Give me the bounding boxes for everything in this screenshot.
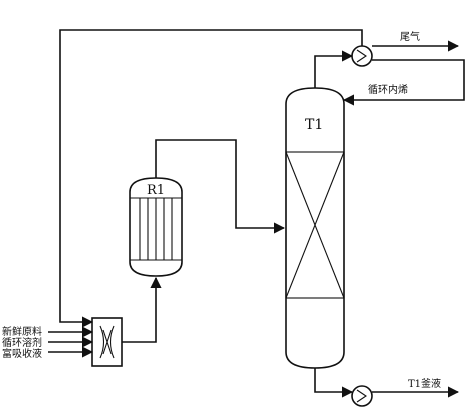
static-mixer [91,317,123,367]
bottoms-label: T1釜液 [408,377,441,390]
tail-gas-label: 尾气 [400,30,420,43]
mixer-to-reactor-line [122,276,162,343]
bottoms-line [314,368,354,398]
rich-absorbent-label: 富吸收液 [2,347,42,360]
reactor-to-column-line [155,139,286,234]
recycle-olefin-label: 循环内烯 [368,83,408,96]
recycle-olefin-line [342,59,465,106]
condenser [351,45,373,67]
column-label: T1 [305,117,323,133]
overhead-line [314,50,354,88]
recycle-solvent-label: 循环溶剂 [2,336,42,349]
fresh-feed-label: 新鲜原料 [2,325,42,338]
reactor-label: R1 [147,183,165,198]
condenser-to-recycle-line [350,29,363,46]
reactor-r1 [129,177,183,277]
recycle-loop-line [59,29,350,328]
reboiler [351,385,373,407]
column-t1 [285,87,345,369]
